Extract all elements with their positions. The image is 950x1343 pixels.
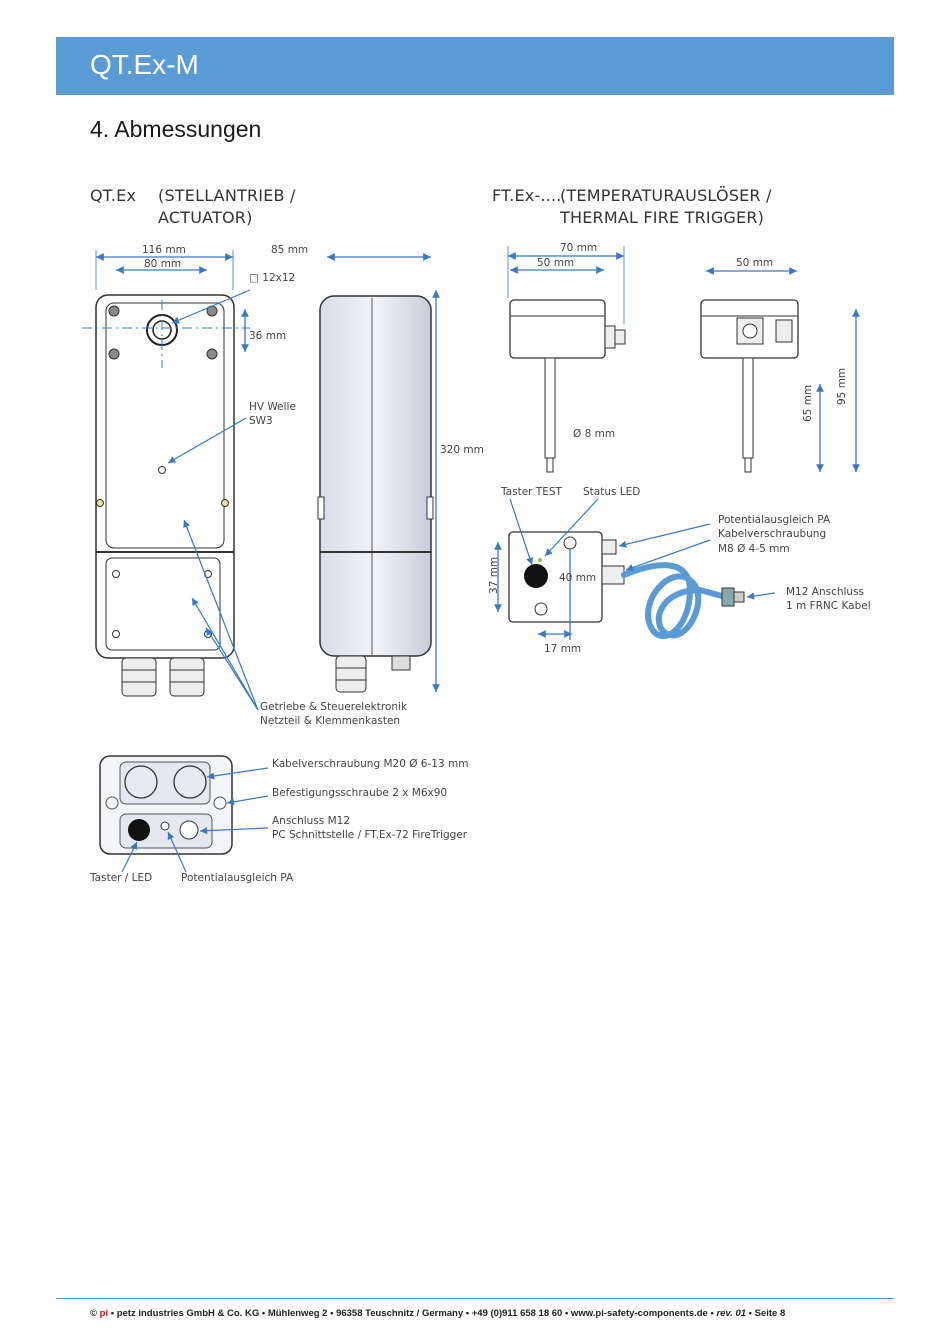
footer-company: • petz industries GmbH & Co. KG • Mühlen…	[110, 1308, 714, 1319]
trigger-code: FT.Ex-....	[492, 186, 562, 205]
dim-80: 80 mm	[144, 258, 182, 270]
dim-36: 36 mm	[249, 330, 287, 342]
dim-65: 65 mm	[802, 384, 814, 422]
dim-50-front: 50 mm	[537, 257, 575, 269]
trigger-detail-view	[508, 531, 745, 639]
trigger-name-line1: (TEMPERATURAUSLÖSER /	[560, 186, 772, 205]
anschluss-label: Anschluss M12	[272, 815, 351, 827]
square-icon: □	[249, 272, 263, 284]
actuator-name-line2: ACTUATOR)	[158, 208, 253, 227]
dim-70: 70 mm	[560, 242, 598, 254]
getriebe-label: Getriebe & Steuerelektronik	[260, 701, 408, 713]
dim-17: 17 mm	[544, 643, 582, 655]
hv-welle-label: HV Welle	[249, 401, 296, 413]
trigger-side-view	[700, 299, 799, 473]
m12-line2: 1 m FRNC Kabel	[786, 600, 871, 612]
pi-logo-text: pi	[99, 1308, 109, 1319]
pa-line1: Potentialausgleich PA	[718, 514, 831, 526]
sw3-label: SW3	[249, 415, 273, 427]
dim-12x12-value: 12x12	[262, 272, 296, 284]
dim-95: 95 mm	[836, 367, 848, 405]
footer-page: • Seite 8	[748, 1308, 786, 1319]
footer: © pi • petz industries GmbH & Co. KG • M…	[90, 1308, 785, 1319]
actuator-code: QT.Ex	[90, 186, 137, 205]
dim-12x12: □ 12x12	[249, 272, 295, 284]
potentialausgleich-label: Potentialausgleich PA	[181, 872, 294, 884]
actuator-side-view	[317, 295, 434, 693]
section-heading: 4. Abmessungen	[90, 116, 262, 142]
dim-116: 116 mm	[142, 244, 186, 256]
dim-50-side: 50 mm	[736, 257, 774, 269]
kabelverschraubung-label: Kabelverschraubung M20 Ø 6-13 mm	[272, 758, 469, 770]
netzteil-label: Netzteil & Klemmenkasten	[260, 715, 401, 727]
dim-40: 40 mm	[559, 572, 597, 584]
document-title: QT.Ex-M	[90, 49, 199, 80]
befestigung-label: Befestigungsschraube 2 x M6x90	[272, 787, 448, 799]
copyright-symbol: ©	[90, 1308, 97, 1319]
dim-320: 320 mm	[440, 444, 484, 456]
m12-line1: M12 Anschluss	[786, 586, 865, 598]
actuator-bottom-view	[99, 755, 233, 855]
taster-test-label: Taster TEST	[501, 486, 562, 498]
trigger-name-line2: THERMAL FIRE TRIGGER)	[560, 208, 765, 227]
pa-line2: Kabelverschraubung	[718, 528, 827, 540]
dim-85: 85 mm	[271, 244, 309, 256]
footer-revision: rev. 01	[716, 1308, 747, 1319]
dim-37: 37 mm	[488, 556, 500, 594]
actuator-front-view	[95, 294, 235, 697]
actuator-name-line1: (STELLANTRIEB /	[158, 186, 296, 205]
header-banner: QT.Ex-M	[56, 37, 894, 95]
pa-line3: M8 Ø 4-5 mm	[718, 543, 790, 555]
pc-schnittstelle-label: PC Schnittstelle / FT.Ex-72 FireTrigger	[272, 829, 468, 841]
taster-led-label: Taster / LED	[90, 872, 153, 884]
footer-divider	[56, 1298, 894, 1299]
dim-d8: Ø 8 mm	[573, 428, 616, 440]
trigger-front-view	[509, 299, 626, 473]
status-led-label: Status LED	[583, 486, 641, 498]
